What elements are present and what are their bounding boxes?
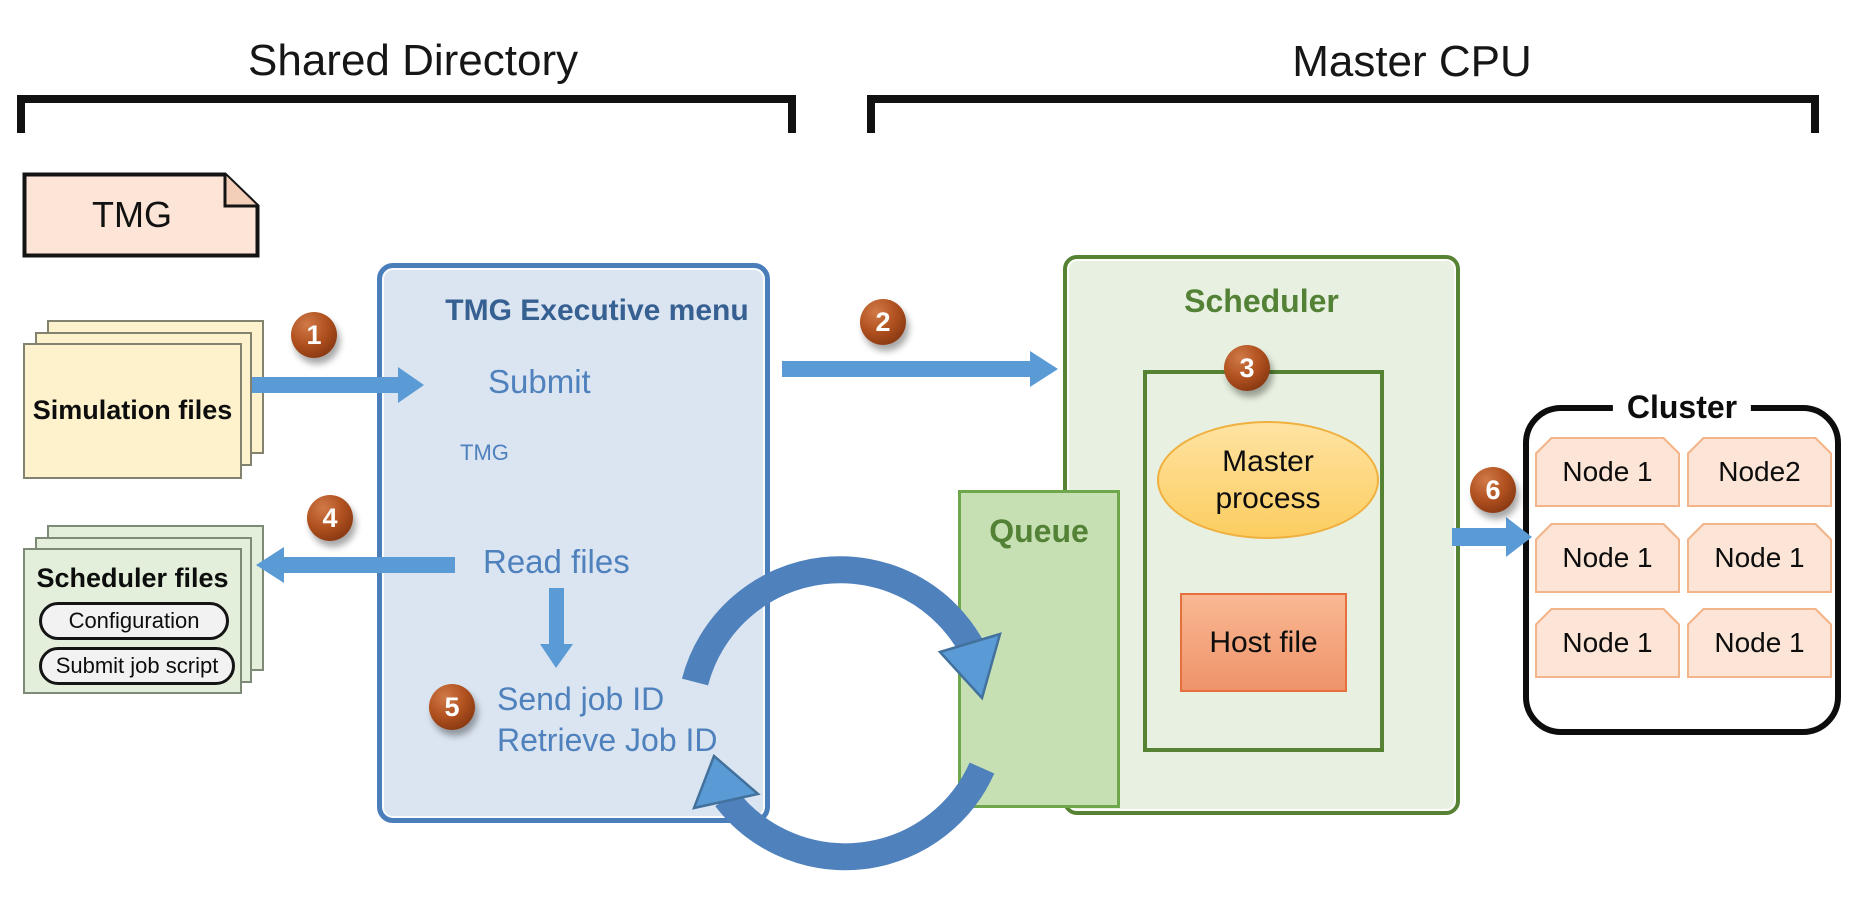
cluster-node: Node 1 bbox=[1687, 523, 1832, 593]
menu-item-retrieve-job-id: Retrieve Job ID bbox=[497, 722, 718, 758]
scheduler-file-card-front: Scheduler files Configuration Submit job… bbox=[23, 548, 242, 694]
cluster-node: Node2 bbox=[1687, 437, 1832, 507]
menu-item-submit: Submit bbox=[488, 363, 591, 400]
scheduler-title: Scheduler bbox=[1184, 283, 1339, 319]
step-badge-1: 1 bbox=[291, 312, 337, 358]
master-cpu-title: Master CPU bbox=[1292, 37, 1532, 86]
arrow-6-icon bbox=[1452, 517, 1532, 557]
cluster-node: Node 1 bbox=[1535, 523, 1680, 593]
menu-item-send-job-id: Send job ID bbox=[497, 681, 665, 717]
configuration-pill: Configuration bbox=[39, 602, 229, 640]
cluster-node: Node 1 bbox=[1535, 608, 1680, 678]
step-badge-3: 3 bbox=[1224, 345, 1270, 391]
simulation-files-label: Simulation files bbox=[32, 395, 233, 425]
cluster-title: Cluster bbox=[1612, 387, 1752, 427]
master-cpu-bracket bbox=[867, 95, 1819, 133]
tmg-file-label: TMG bbox=[92, 194, 172, 235]
queue-label: Queue bbox=[989, 513, 1089, 549]
step-badge-4: 4 bbox=[307, 495, 353, 541]
tmg-executive-menu-box: TMG Executive menu Submit TMG Read files… bbox=[377, 263, 770, 823]
queue-box: Queue bbox=[958, 490, 1120, 808]
menu-item-tmg: TMG bbox=[460, 440, 509, 465]
simulation-file-card-front: Simulation files bbox=[23, 343, 242, 479]
arrow-2-icon bbox=[782, 351, 1058, 387]
cluster-node: Node 1 bbox=[1535, 437, 1680, 507]
menu-item-read-files: Read files bbox=[483, 543, 630, 580]
shared-directory-title: Shared Directory bbox=[248, 36, 579, 85]
submit-job-script-pill: Submit job script bbox=[39, 647, 235, 685]
step-badge-5: 5 bbox=[429, 684, 475, 730]
scheduler-files-label: Scheduler files bbox=[36, 563, 229, 593]
tmg-file-icon: TMG bbox=[22, 172, 260, 258]
step-badge-6: 6 bbox=[1470, 467, 1516, 513]
step-badge-2: 2 bbox=[860, 299, 906, 345]
cluster-box: Cluster Node 1 Node2 Node 1 Node 1 Node … bbox=[1523, 387, 1841, 735]
shared-directory-bracket bbox=[17, 95, 796, 133]
document-shape-icon bbox=[22, 172, 260, 258]
cluster-node: Node 1 bbox=[1687, 608, 1832, 678]
host-file-box: Host file bbox=[1180, 593, 1347, 692]
tmg-executive-menu-title: TMG Executive menu bbox=[445, 294, 749, 327]
master-process-ellipse: Master process bbox=[1157, 421, 1379, 539]
